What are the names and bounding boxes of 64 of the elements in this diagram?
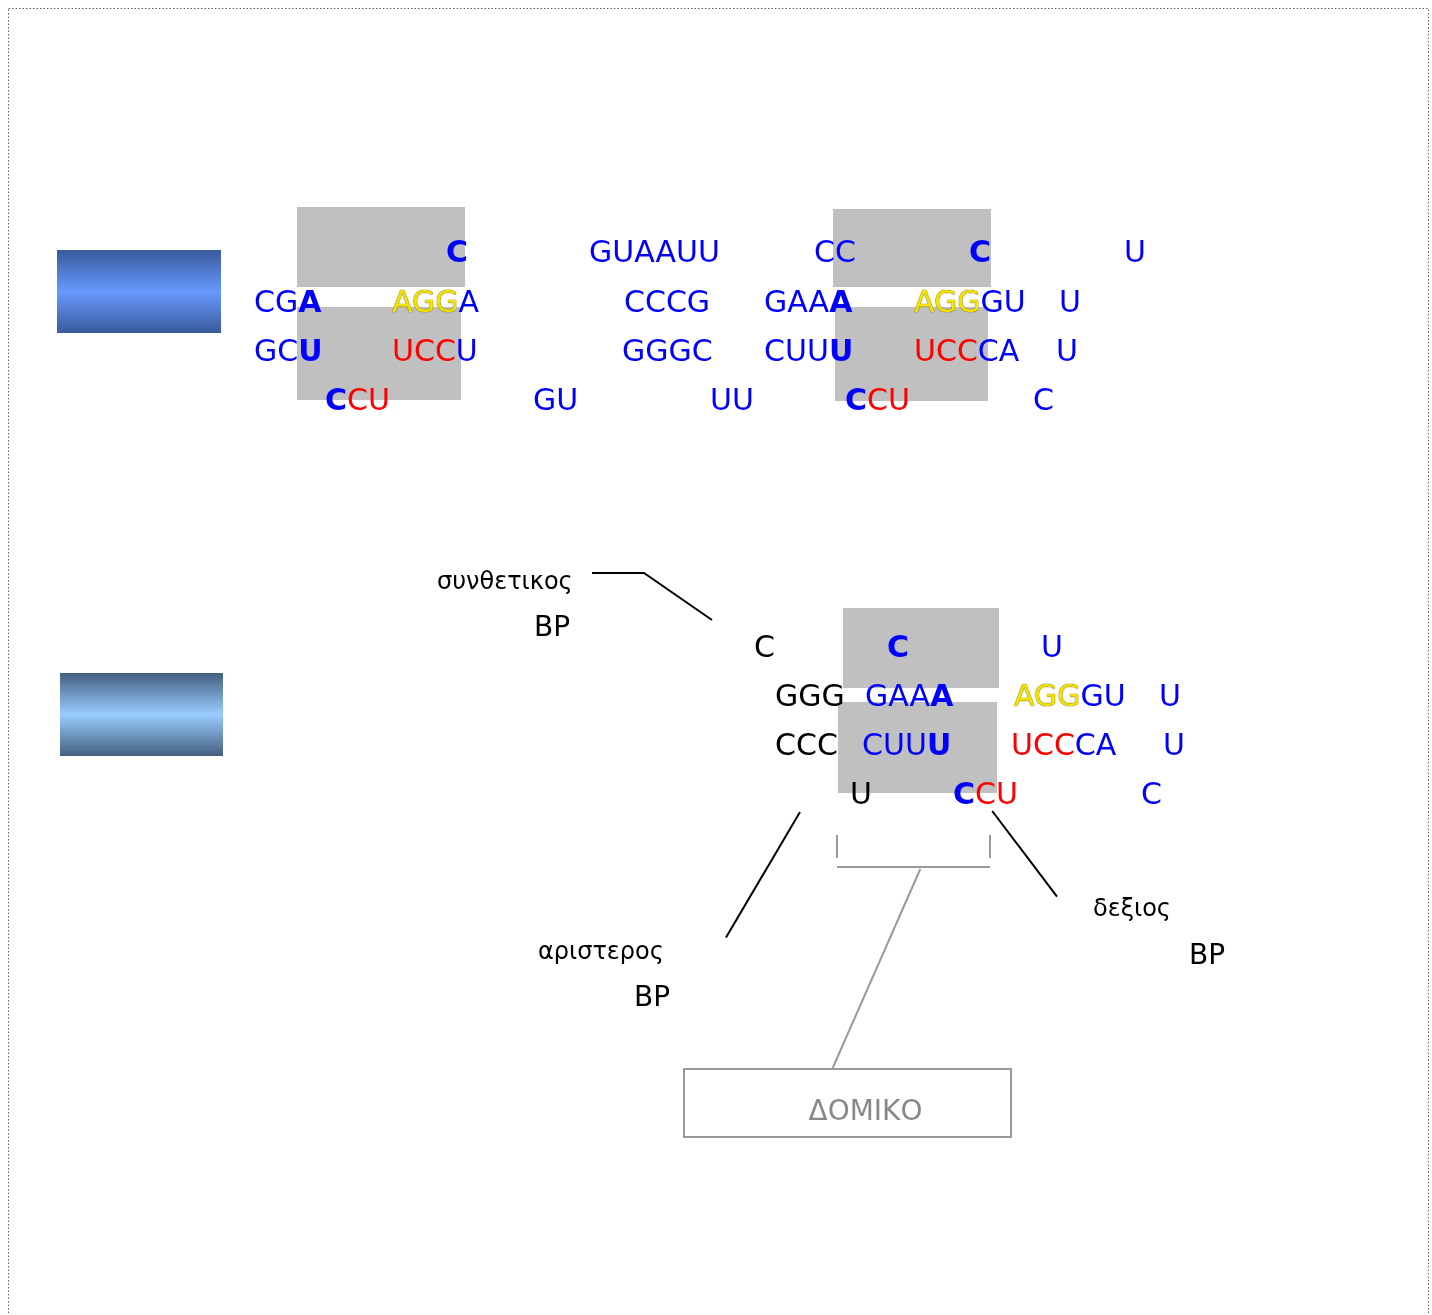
base-sequence: GAA (764, 284, 830, 319)
base-sequence: U (926, 727, 952, 762)
base-sequence: C (1033, 382, 1054, 417)
base-sequence: CU (975, 776, 1018, 811)
annotation-text: δεξιος (1093, 895, 1171, 922)
base-sequence: UCC (914, 333, 978, 368)
leader-line (831, 868, 922, 1069)
base-sequence: U (1124, 234, 1146, 269)
base-sequence: U (1159, 678, 1181, 713)
base-sequence: A (930, 678, 954, 713)
base-sequence: C (969, 234, 992, 269)
base-sequence: C (845, 382, 868, 417)
annotation-text: συνθετικος (437, 568, 573, 595)
label-box: ΔΟΜΙΚΟ (683, 1068, 1012, 1138)
base-sequence: A (298, 284, 322, 319)
base-sequence: CU (347, 382, 390, 417)
base-sequence: GGGC (622, 333, 713, 368)
base-sequence: CCCG (624, 284, 711, 319)
base-sequence: U (1041, 629, 1063, 664)
base-sequence: CG (254, 284, 299, 319)
base-sequence: C (887, 629, 910, 664)
annotation-text: BP (534, 612, 571, 643)
base-sequence: CC (814, 234, 856, 269)
base-sequence: UU (710, 382, 754, 417)
base-sequence: U (1059, 284, 1081, 319)
base-sequence: A (458, 284, 480, 319)
base-sequence: C (953, 776, 976, 811)
base-sequence: U (850, 776, 872, 811)
base-sequence: GUAAUU (589, 234, 720, 269)
base-sequence: CCC (775, 727, 838, 762)
base-sequence: C (446, 234, 469, 269)
base-sequence: U (455, 333, 478, 368)
base-sequence: U (1056, 333, 1078, 368)
base-sequence: CU (867, 382, 910, 417)
leader-line (991, 810, 1058, 898)
base-sequence: GC (254, 333, 299, 368)
base-sequence: CUU (862, 727, 927, 762)
base-sequence: UCC (392, 333, 456, 368)
base-sequence: GAA (865, 678, 931, 713)
base-sequence: GU (533, 382, 579, 417)
gradient-bar (60, 673, 223, 756)
annotation-text: αριστερος (538, 938, 664, 965)
base-sequence: C (1141, 776, 1162, 811)
base-sequence: UCC (1011, 727, 1075, 762)
base-sequence: AGG (914, 284, 981, 319)
base-sequence: U (298, 333, 323, 368)
base-sequence: CA (977, 333, 1020, 368)
base-sequence: C (325, 382, 348, 417)
annotation-text: BP (634, 982, 671, 1013)
base-sequence: C (754, 629, 775, 664)
annotation-text: BP (1189, 940, 1226, 971)
base-sequence: GGG (775, 678, 845, 713)
base-sequence: CUU (764, 333, 829, 368)
gradient-bar (57, 250, 221, 333)
leader-line (725, 811, 801, 939)
base-sequence: AGG (1014, 678, 1081, 713)
base-sequence: AGG (392, 284, 459, 319)
base-sequence: GU (980, 284, 1026, 319)
leader-line (591, 572, 713, 621)
base-sequence: A (829, 284, 853, 319)
base-sequence: GU (1080, 678, 1126, 713)
base-sequence: U (828, 333, 854, 368)
base-sequence: CA (1074, 727, 1117, 762)
base-sequence: U (1163, 727, 1185, 762)
